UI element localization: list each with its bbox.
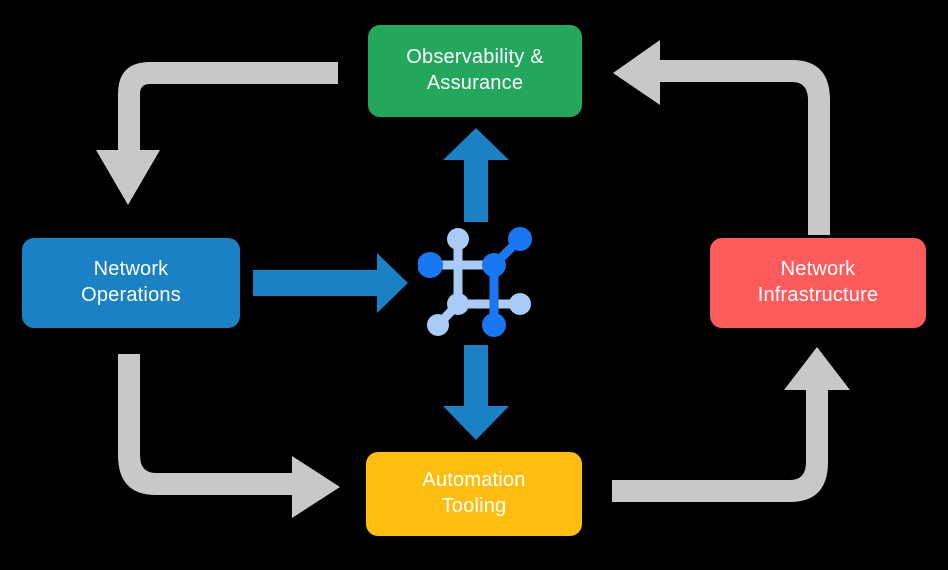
- node-label-line-1: Network: [780, 258, 856, 281]
- connector-operations-to-automation: [118, 354, 340, 518]
- connector-operations-to-center: [253, 253, 408, 313]
- node-label-line-1: Automation: [422, 469, 526, 492]
- node-box-automation[interactable]: Automation Tooling: [366, 452, 582, 536]
- node-label-observability: Observability & Assurance: [406, 45, 544, 96]
- node-label-line-2: Tooling: [441, 495, 507, 517]
- connector-center-to-automation: [443, 345, 509, 440]
- connector-automation-to-infrastructure: [612, 347, 850, 502]
- node-label-automation: Automation Tooling: [422, 468, 525, 519]
- connector-infrastructure-to-observability: [613, 40, 830, 235]
- node-box-operations[interactable]: Network Operations: [22, 238, 240, 328]
- node-label-operations: Network Operations: [81, 257, 181, 308]
- node-label-line-2: Infrastructure: [757, 284, 879, 306]
- connector-center-to-observability: [443, 128, 509, 222]
- node-label-line-1: Network: [93, 258, 169, 281]
- node-label-infrastructure: Network Infrastructure: [758, 257, 879, 308]
- network-topology-icon: [418, 227, 532, 337]
- node-label-line-2: Operations: [81, 284, 181, 306]
- node-box-observability[interactable]: Observability & Assurance: [368, 25, 582, 117]
- node-label-line-1: Observability &: [406, 46, 544, 69]
- node-box-infrastructure[interactable]: Network Infrastructure: [710, 238, 926, 328]
- node-label-line-2: Assurance: [426, 72, 524, 94]
- connector-observability-to-operations: [96, 62, 338, 205]
